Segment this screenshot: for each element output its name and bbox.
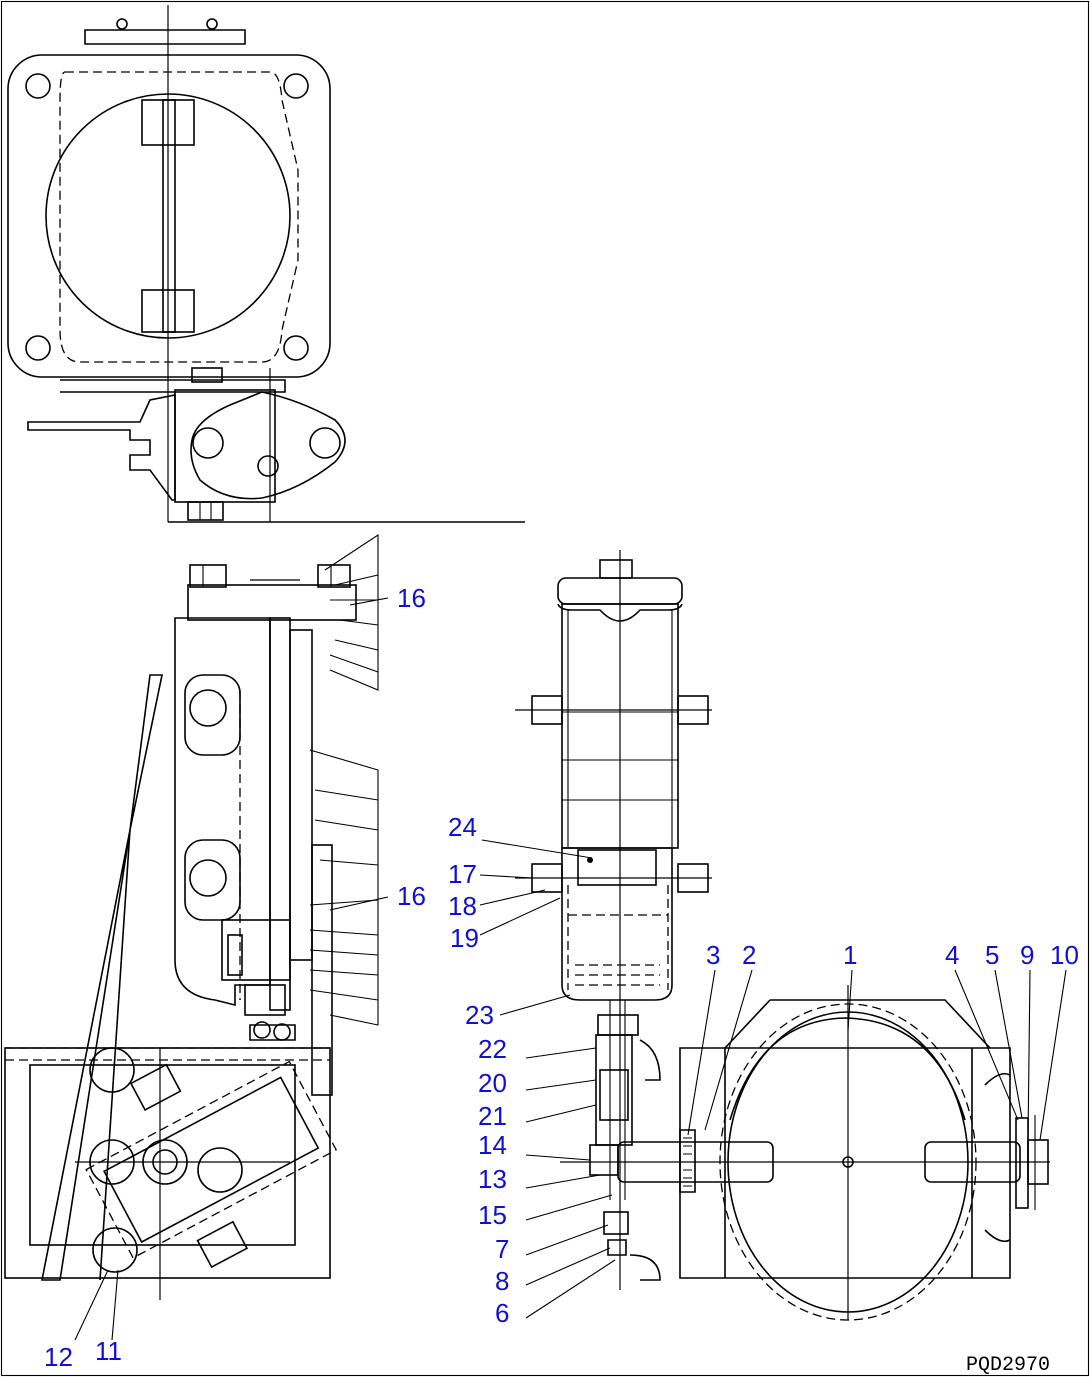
label-16b: 16 bbox=[397, 881, 426, 911]
label-18: 18 bbox=[448, 891, 477, 921]
label-14: 14 bbox=[478, 1130, 507, 1160]
label-6: 6 bbox=[495, 1298, 509, 1328]
label-24: 24 bbox=[448, 812, 477, 842]
label-13: 13 bbox=[478, 1164, 507, 1194]
label-21: 21 bbox=[478, 1101, 507, 1131]
label-7: 7 bbox=[495, 1234, 509, 1264]
label-2: 2 bbox=[742, 940, 756, 970]
label-11: 11 bbox=[95, 1336, 122, 1366]
top-view bbox=[7, 5, 525, 523]
label-23: 23 bbox=[465, 1000, 494, 1030]
label-10: 10 bbox=[1050, 940, 1079, 970]
part-labels: 16 16 24 17 18 19 23 22 20 21 14 13 15 7… bbox=[44, 583, 1079, 1372]
label-4: 4 bbox=[945, 940, 959, 970]
label-20: 20 bbox=[478, 1068, 507, 1098]
label-12: 12 bbox=[44, 1342, 73, 1372]
drawing-code: PQD2970 bbox=[966, 1354, 1050, 1377]
label-15: 15 bbox=[478, 1200, 507, 1230]
label-5: 5 bbox=[985, 940, 999, 970]
label-19: 19 bbox=[450, 923, 479, 953]
label-8: 8 bbox=[495, 1266, 509, 1296]
right-side-view bbox=[515, 550, 1050, 1321]
label-17: 17 bbox=[448, 859, 477, 889]
leader-lines bbox=[74, 597, 1067, 1341]
label-22: 22 bbox=[478, 1034, 507, 1064]
label-16a: 16 bbox=[397, 583, 426, 613]
label-9: 9 bbox=[1020, 940, 1034, 970]
left-side-view bbox=[4, 533, 379, 1300]
label-1: 1 bbox=[843, 940, 857, 970]
label-3: 3 bbox=[706, 940, 720, 970]
